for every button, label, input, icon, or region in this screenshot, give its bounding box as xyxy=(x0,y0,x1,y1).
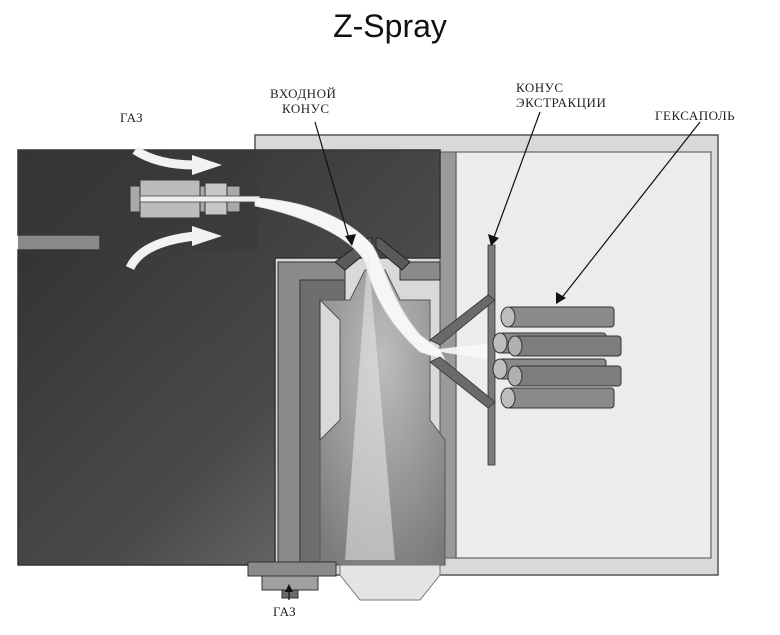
inlet-cone-label-1: ВХОДНОЙ xyxy=(270,86,336,101)
diagram-title: Z-Spray xyxy=(333,8,447,44)
gas-flow-arrows xyxy=(125,146,222,271)
spray-beam xyxy=(345,250,395,560)
capillary-needle xyxy=(129,179,261,219)
ion-beam xyxy=(430,342,500,362)
bottom-gas-fitting xyxy=(247,561,441,601)
hexapole-rods xyxy=(492,306,622,409)
pointer-lines xyxy=(285,111,701,600)
hexapole-rod xyxy=(500,306,615,328)
extraction-cone xyxy=(429,244,496,466)
spray-plume xyxy=(254,197,446,361)
gas-top-label: ГАЗ xyxy=(120,110,143,125)
gas-bottom-label: ГАЗ xyxy=(273,604,296,619)
hexapole-rod xyxy=(507,335,622,357)
hexapole-label: ГЕКСАПОЛЬ xyxy=(655,108,735,123)
inlet-cone-label-2: КОНУС xyxy=(282,101,330,116)
hexapole-rod xyxy=(507,365,622,387)
extraction-cone-label-1: КОНУС xyxy=(516,80,564,95)
extraction-cone-label-2: ЭКСТРАКЦИИ xyxy=(516,95,606,110)
hexapole-rod xyxy=(500,387,615,409)
